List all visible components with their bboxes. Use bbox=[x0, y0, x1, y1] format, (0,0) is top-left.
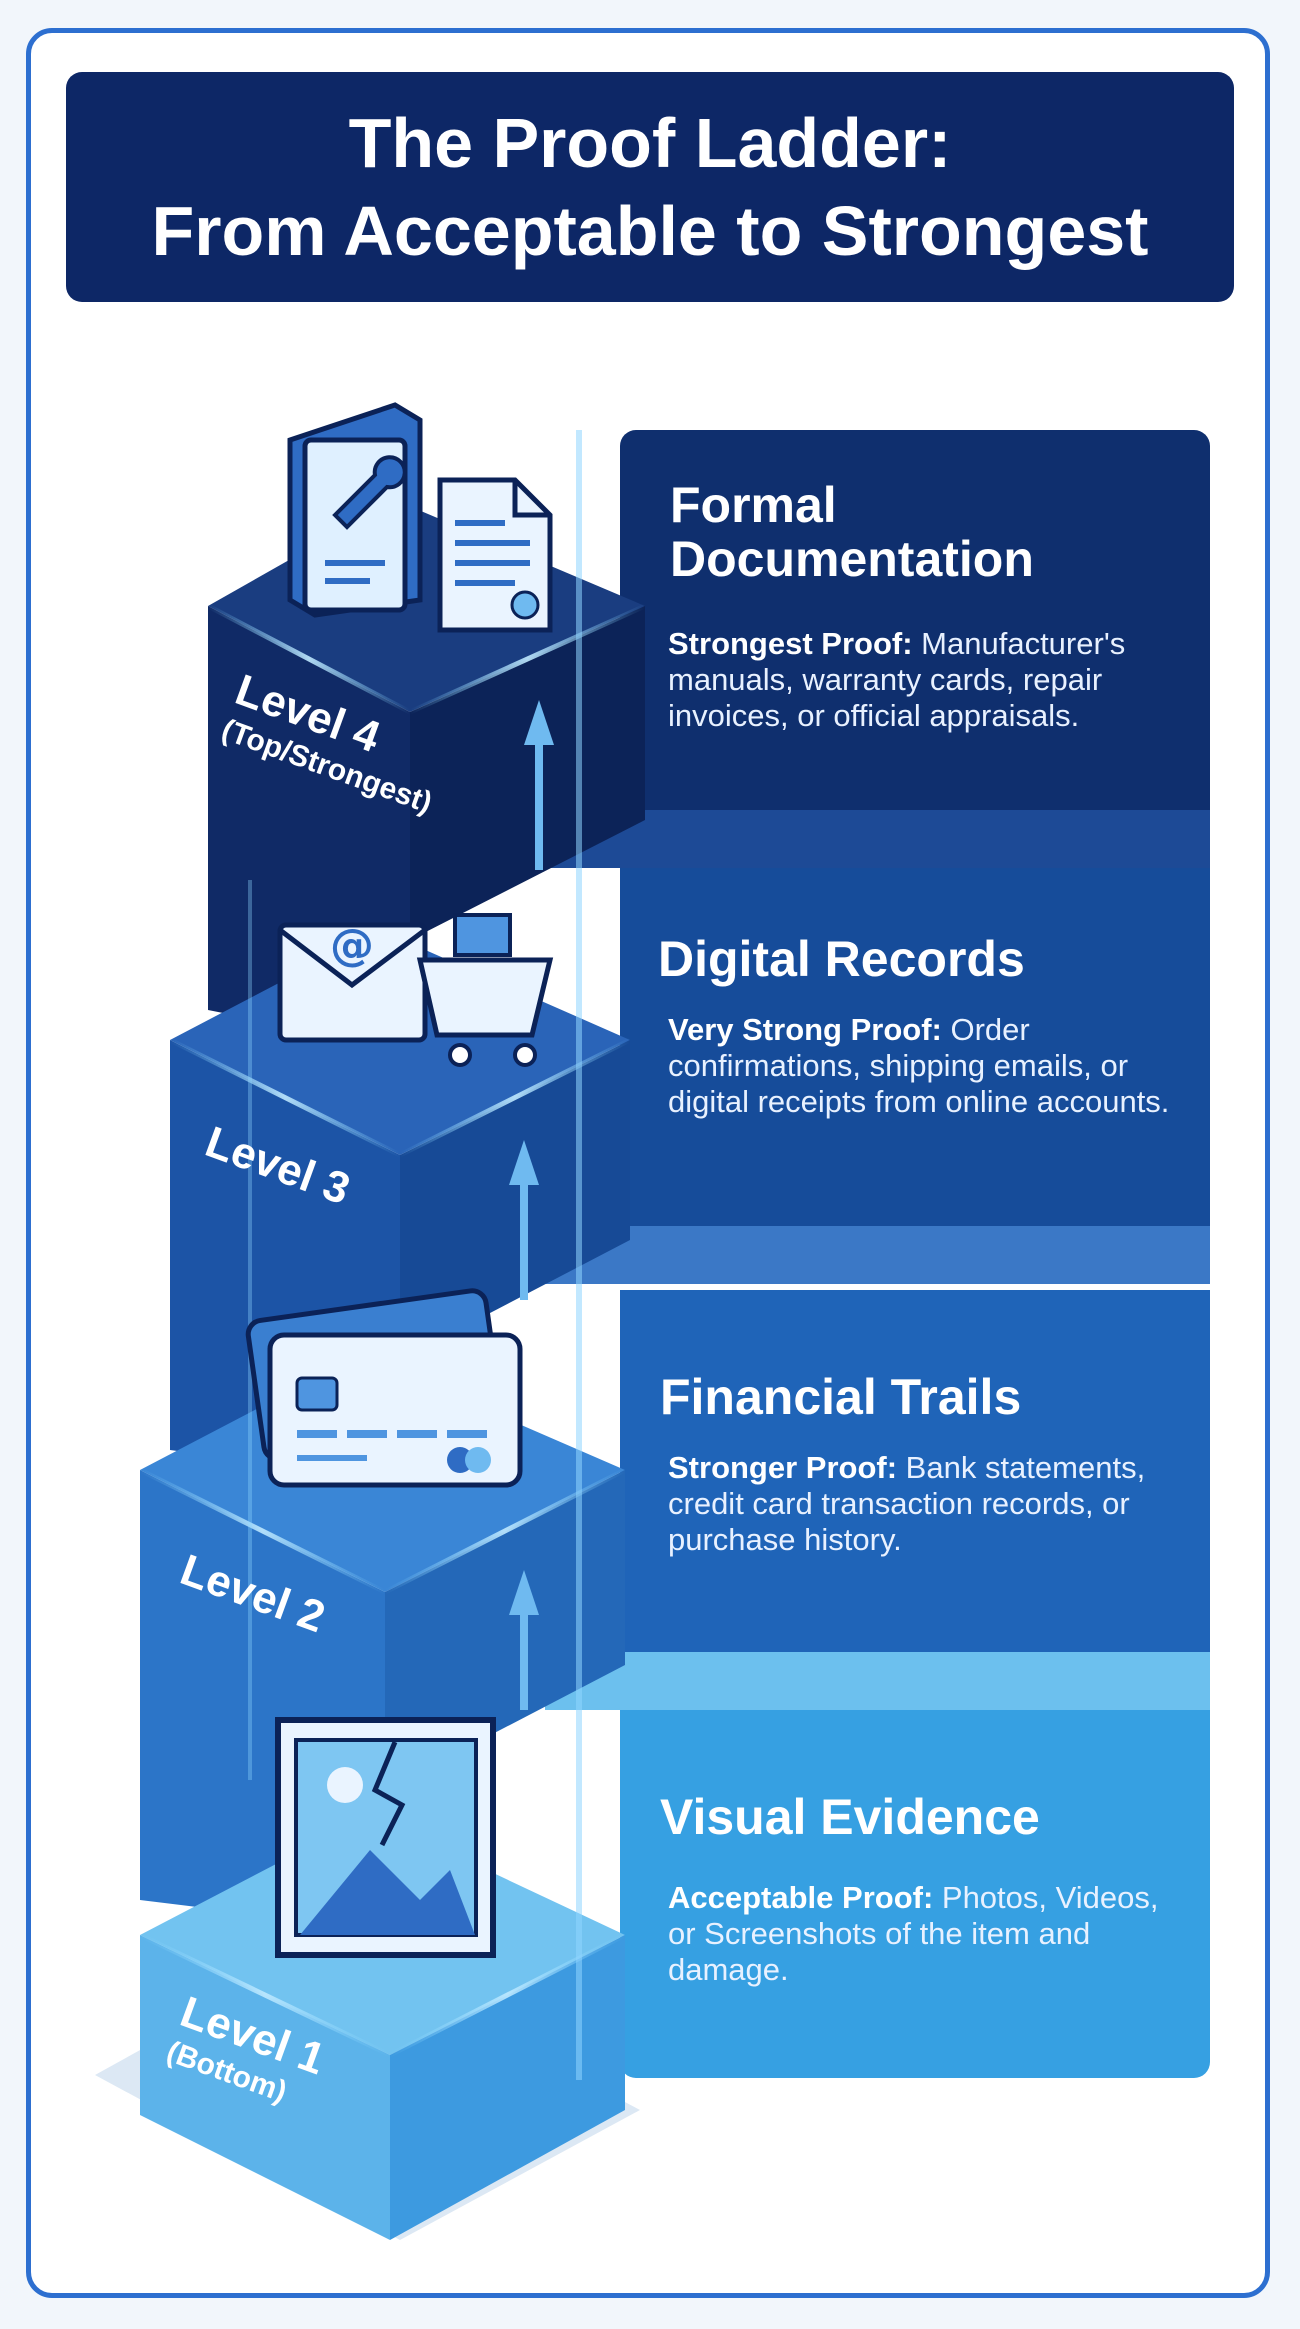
manual-icon bbox=[287, 402, 423, 618]
panel-description: Acceptable Proof: Photos, Videos, or Scr… bbox=[668, 1880, 1188, 1988]
title-line-2: From Acceptable to Strongest bbox=[151, 192, 1149, 270]
credit-card-icon bbox=[245, 1288, 523, 1488]
description-text: Order confirmations, shipping emails, or… bbox=[668, 1012, 1170, 1119]
description-text: Bank statements, credit card transaction… bbox=[668, 1450, 1146, 1557]
svg-text:@: @ bbox=[330, 920, 374, 971]
panel-heading: Financial Trails bbox=[660, 1369, 1022, 1425]
description-text: Photos, Videos, or Screenshots of the it… bbox=[668, 1880, 1159, 1987]
strength-label: Acceptable Proof: bbox=[668, 1880, 934, 1915]
ledge-level-3 bbox=[545, 1226, 1210, 1284]
panel-heading: Digital Records bbox=[658, 931, 1025, 987]
ledge-level-2 bbox=[545, 1652, 1210, 1710]
panel-description: Strongest Proof: Manufacturer's manuals,… bbox=[668, 626, 1188, 734]
panel-level-4: Formal Documentation Strongest Proof: Ma… bbox=[620, 430, 1210, 810]
ledge-level-4 bbox=[545, 810, 1210, 868]
shopping-cart-icon bbox=[416, 913, 554, 1067]
panel-level-3: Digital Records Very Strong Proof: Order… bbox=[620, 868, 1210, 1226]
title-line-1: The Proof Ladder: bbox=[348, 104, 952, 182]
panel-heading: Formal Documentation bbox=[670, 477, 1034, 587]
panel-level-1: Visual Evidence Acceptable Proof: Photos… bbox=[620, 1710, 1210, 2078]
email-icon: @ bbox=[277, 920, 428, 1043]
document-icon bbox=[437, 477, 553, 633]
panel-level-2: Financial Trails Stronger Proof: Bank st… bbox=[620, 1290, 1210, 1652]
title-banner: The Proof Ladder: From Acceptable to Str… bbox=[66, 72, 1234, 302]
panel-description: Stronger Proof: Bank statements, credit … bbox=[668, 1450, 1188, 1558]
strength-label: Stronger Proof: bbox=[668, 1450, 898, 1485]
photo-icon bbox=[275, 1717, 496, 1958]
panel-description: Very Strong Proof: Order confirmations, … bbox=[668, 1012, 1188, 1120]
up-arrow-icon bbox=[509, 700, 554, 1710]
description-text: Manufacturer's manuals, warranty cards, … bbox=[668, 626, 1126, 733]
strength-label: Very Strong Proof: bbox=[668, 1012, 942, 1047]
panel-heading: Visual Evidence bbox=[660, 1789, 1040, 1845]
strength-label: Strongest Proof: bbox=[668, 626, 913, 661]
